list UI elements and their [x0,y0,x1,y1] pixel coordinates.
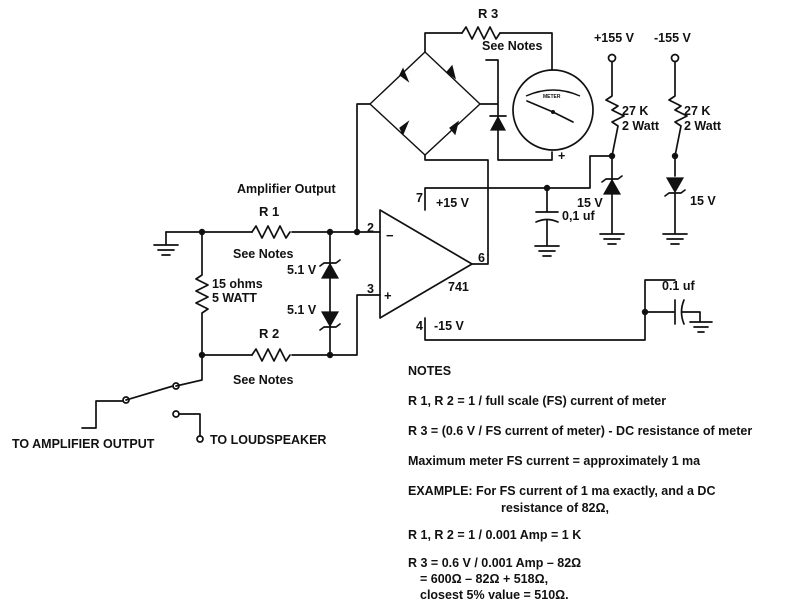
zener-pos-label: 15 V [577,196,603,210]
load-value-label: 15 ohms [212,277,263,291]
notes-line-9: closest 5% value = 510Ω. [420,588,569,602]
bridge-bottom-wire [424,154,489,256]
r2-resistor [251,348,291,362]
r1-note: See Notes [233,247,293,261]
notes-line-7: R 3 = 0.6 V / 0.001 Amp – 82Ω [408,556,582,570]
zener-bottom-label: 5.1 V [287,303,317,317]
zener-bottom [319,311,341,331]
amp-output-label: Amplifier Output [237,182,336,196]
r2-out-wire [291,294,381,356]
pin4-label: 4 [416,319,423,333]
r1-resistor [251,225,291,239]
cap-neg [644,299,713,333]
opamp-label: 741 [448,280,469,294]
zener-pos [599,175,625,245]
cap-pos-label: 0,1 uf [562,209,595,223]
ground-wire-left [153,231,179,256]
to-amp-label: TO AMPLIFIER OUTPUT [12,437,155,451]
bridge-rectifier [368,51,482,156]
r2-label: R 2 [259,326,279,341]
pin7-label: 7 [416,191,423,205]
pin6-label: 6 [478,251,485,265]
pin2-label: 2 [367,221,374,235]
supply-pos-label: +155 V [594,31,635,45]
zener-top [319,259,341,279]
notes-line-4: EXAMPLE: For FS current of 1 ma exactly,… [408,484,716,498]
notes-line-3: Maximum meter FS current = approximately… [408,454,701,468]
r3-note: See Notes [482,39,542,53]
zener-neg-label: 15 V [690,194,716,208]
notes-line-5: resistance of 82Ω, [501,501,609,515]
supply-neg-terminal [670,53,680,63]
plus-input-label: + [384,288,392,303]
meter-icon: METER [512,69,594,151]
opamp-741 [379,155,676,341]
to-speaker-label: TO LOUDSPEAKER [210,433,326,447]
selector-switch [81,354,204,443]
r3-resistor [461,26,501,40]
res-neg [668,61,688,177]
minus-input-label: − [386,228,394,243]
res-pos-watt: 2 Watt [622,119,660,133]
res-pos-value: 27 K [622,104,648,118]
notes-line-2: R 3 = (0.6 V / FS current of meter) - DC… [408,424,753,438]
r2-note: See Notes [233,373,293,387]
supply-pos-terminal [607,53,617,63]
r3-right-wire [499,32,553,71]
cap-pos [534,187,560,257]
vcc-neg-label: -15 V [434,319,465,333]
bridge-left-wire [356,103,371,233]
res-pos [605,61,625,181]
notes-heading: NOTES [408,364,452,378]
meter-diode-wire [479,59,553,161]
zener-neg [662,177,688,245]
meter-plus-label: + [558,149,565,163]
pin3-label: 3 [367,282,374,296]
r1-label: R 1 [259,204,279,219]
notes-line-1: R 1, R 2 = 1 / full scale (FS) current o… [408,394,667,408]
supply-neg-label: -155 V [654,31,691,45]
notes-line-6: R 1, R 2 = 1 / 0.001 Amp = 1 K [408,528,582,542]
zener-top-label: 5.1 V [287,263,317,277]
bridge-top-wire [424,32,463,53]
load-watt-label: 5 WATT [212,291,257,305]
vcc-pos-label: +15 V [436,196,470,210]
meter-face-label: METER [543,94,561,100]
notes-line-8: = 600Ω – 82Ω + 518Ω, [420,572,549,586]
r3-label: R 3 [478,6,498,21]
cap-neg-label: 0.1 uf [662,279,695,293]
res-neg-watt: 2 Watt [684,119,722,133]
load-resistor [195,231,209,356]
res-neg-value: 27 K [684,104,710,118]
meter-diode [489,115,507,131]
